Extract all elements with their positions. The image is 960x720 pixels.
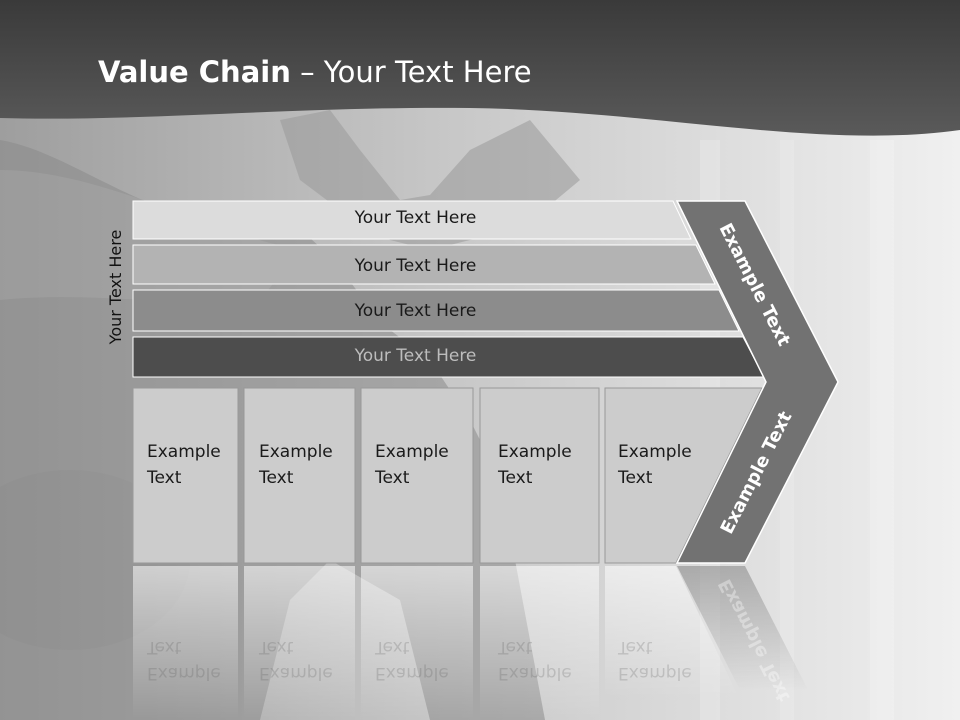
bar-shape	[132, 200, 692, 240]
bar-label: Your Text Here	[354, 301, 477, 321]
reflection-line: Example	[375, 663, 449, 683]
reflection-line: Example	[498, 663, 572, 683]
title-bold: Value Chain	[98, 55, 291, 89]
reflection-line: Example	[259, 663, 333, 683]
column-label-line2: Text	[618, 468, 653, 488]
reflection-line: Text	[259, 637, 294, 657]
reflection-line: Text	[498, 637, 533, 657]
reflection-line: Text	[147, 637, 182, 657]
reflection-group	[133, 566, 808, 720]
column-label-line1: Example	[375, 442, 449, 462]
column-label-line2: Text	[375, 468, 410, 488]
reflection-line: Example	[147, 663, 221, 683]
reflection-line: Example	[618, 663, 692, 683]
slide-title: Value Chain – Your Text Here	[98, 55, 532, 89]
column-box	[360, 387, 474, 564]
bar-shape	[132, 244, 716, 285]
column-label-line2: Text	[259, 468, 294, 488]
columns-group	[132, 387, 763, 564]
bar-label: Your Text Here	[354, 346, 477, 366]
title-rest: – Your Text Here	[290, 55, 532, 89]
bar-label: Your Text Here	[354, 208, 477, 228]
column-box	[479, 387, 600, 564]
column-label: Example Text	[498, 439, 572, 491]
column-label-reflection: Example Text	[498, 634, 572, 686]
column-box	[604, 387, 763, 564]
vertical-label: Your Text Here	[106, 229, 125, 345]
column-label: Example Text	[618, 439, 692, 491]
column-label: Example Text	[147, 439, 221, 491]
column-label-line1: Example	[498, 442, 572, 462]
column-label-reflection: Example Text	[259, 634, 333, 686]
column-label-line1: Example	[147, 442, 221, 462]
bars-group	[132, 200, 765, 378]
margin-chevron	[675, 200, 839, 564]
column-label-reflection: Example Text	[375, 634, 449, 686]
bar-label: Your Text Here	[354, 256, 477, 276]
column-label-line1: Example	[618, 442, 692, 462]
reflection-line: Text	[618, 637, 653, 657]
column-box	[243, 387, 356, 564]
column-label: Example Text	[259, 439, 333, 491]
column-label-reflection: Example Text	[147, 634, 221, 686]
bar-shape	[132, 289, 740, 332]
header-band	[0, 0, 960, 136]
column-label-reflection: Example Text	[618, 634, 692, 686]
column-label-line2: Text	[147, 468, 182, 488]
column-box	[132, 387, 239, 564]
reflection-line: Text	[375, 637, 410, 657]
column-label: Example Text	[375, 439, 449, 491]
column-label-line1: Example	[259, 442, 333, 462]
column-label-line2: Text	[498, 468, 533, 488]
